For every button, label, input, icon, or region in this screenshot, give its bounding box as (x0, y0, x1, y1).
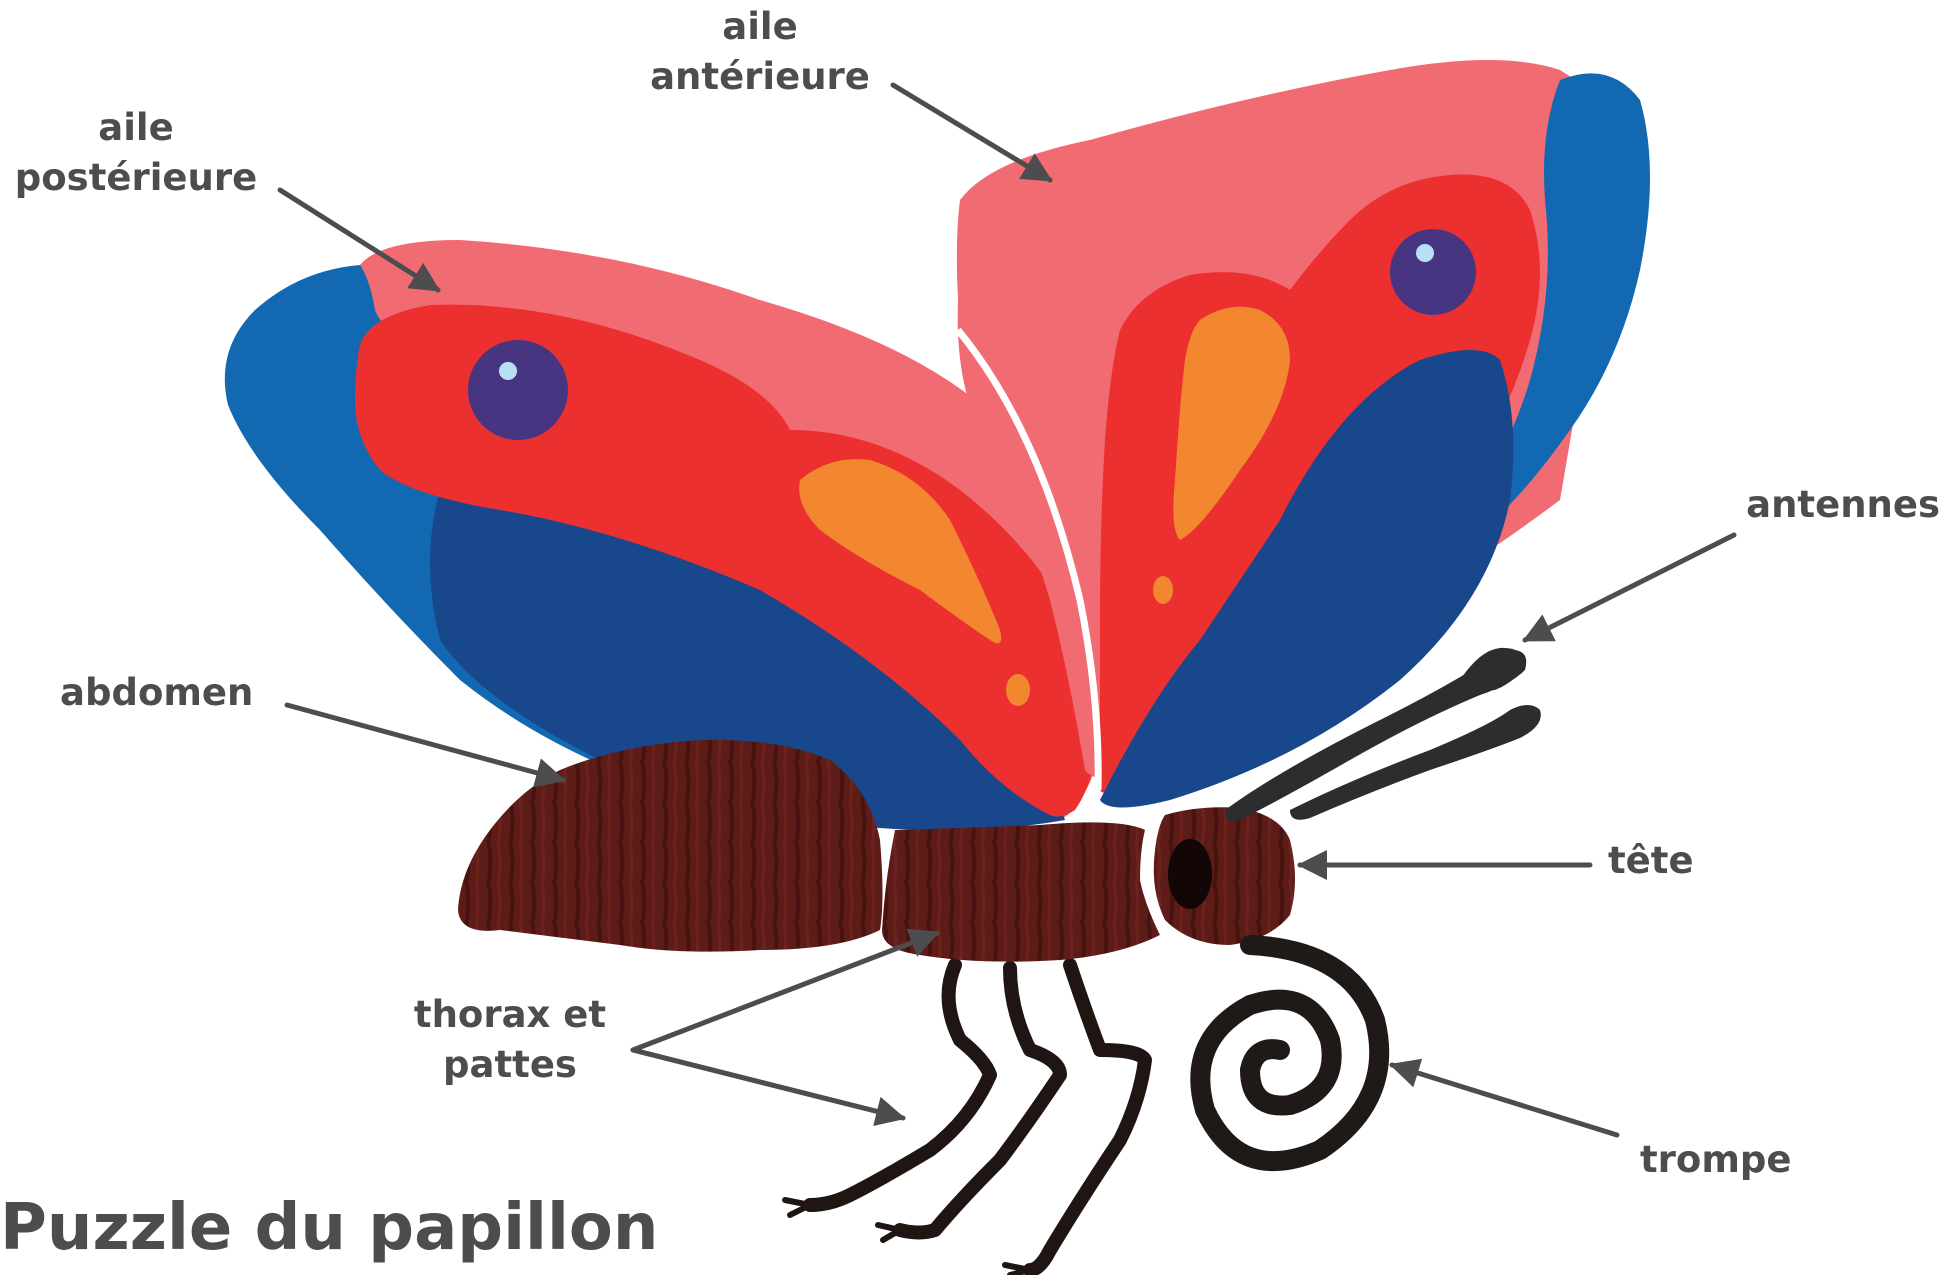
fore-wing-small-orange (1153, 576, 1173, 604)
label-thorax-legs-line2: pattes (395, 1040, 625, 1090)
label-forewing-line2: antérieure (620, 52, 900, 102)
label-thorax-legs-line1: thorax et (395, 990, 625, 1040)
label-abdomen: abdomen (60, 668, 253, 718)
hind-wing-eyespot (468, 340, 568, 440)
foot-back (785, 1200, 810, 1215)
label-antennae-text: antennes (1700, 480, 1940, 530)
foot-front (1005, 1265, 1030, 1275)
label-abdomen-text: abdomen (60, 668, 253, 718)
leg-back (810, 965, 990, 1205)
label-hindwing-line2: postérieure (0, 153, 272, 203)
antenna-upper-tip (1460, 648, 1525, 690)
legs[interactable] (785, 965, 1145, 1275)
label-hindwing-line1: aile (0, 103, 272, 153)
label-forewing-line1: aile (620, 2, 900, 52)
label-proboscis: trompe (1640, 1135, 1792, 1185)
arrow-legs (633, 1050, 903, 1118)
abdomen-shape (458, 740, 883, 952)
fore-wing-eyespot (1390, 229, 1476, 315)
proboscis-spiral (1200, 945, 1379, 1161)
hind-wing-eyespot-highlight (499, 362, 517, 380)
page-title: Puzzle du papillon (0, 1190, 658, 1266)
leg-front (1030, 965, 1145, 1270)
label-forewing: aile antérieure (620, 2, 900, 102)
head-eye (1168, 839, 1212, 909)
arrow-antennae (1525, 535, 1734, 640)
label-proboscis-text: trompe (1640, 1135, 1792, 1185)
hind-wing-small-orange (1006, 674, 1030, 706)
label-antennae: antennes (1700, 480, 1940, 530)
arrow-forewing (893, 85, 1050, 180)
fore-wing-eyespot-highlight (1416, 244, 1434, 262)
foot-middle (878, 1225, 900, 1240)
label-head: tête (1608, 836, 1694, 886)
label-thorax-legs: thorax et pattes (395, 990, 625, 1090)
label-head-text: tête (1608, 836, 1694, 886)
label-hindwing: aile postérieure (0, 103, 272, 203)
arrow-proboscis (1392, 1065, 1617, 1135)
